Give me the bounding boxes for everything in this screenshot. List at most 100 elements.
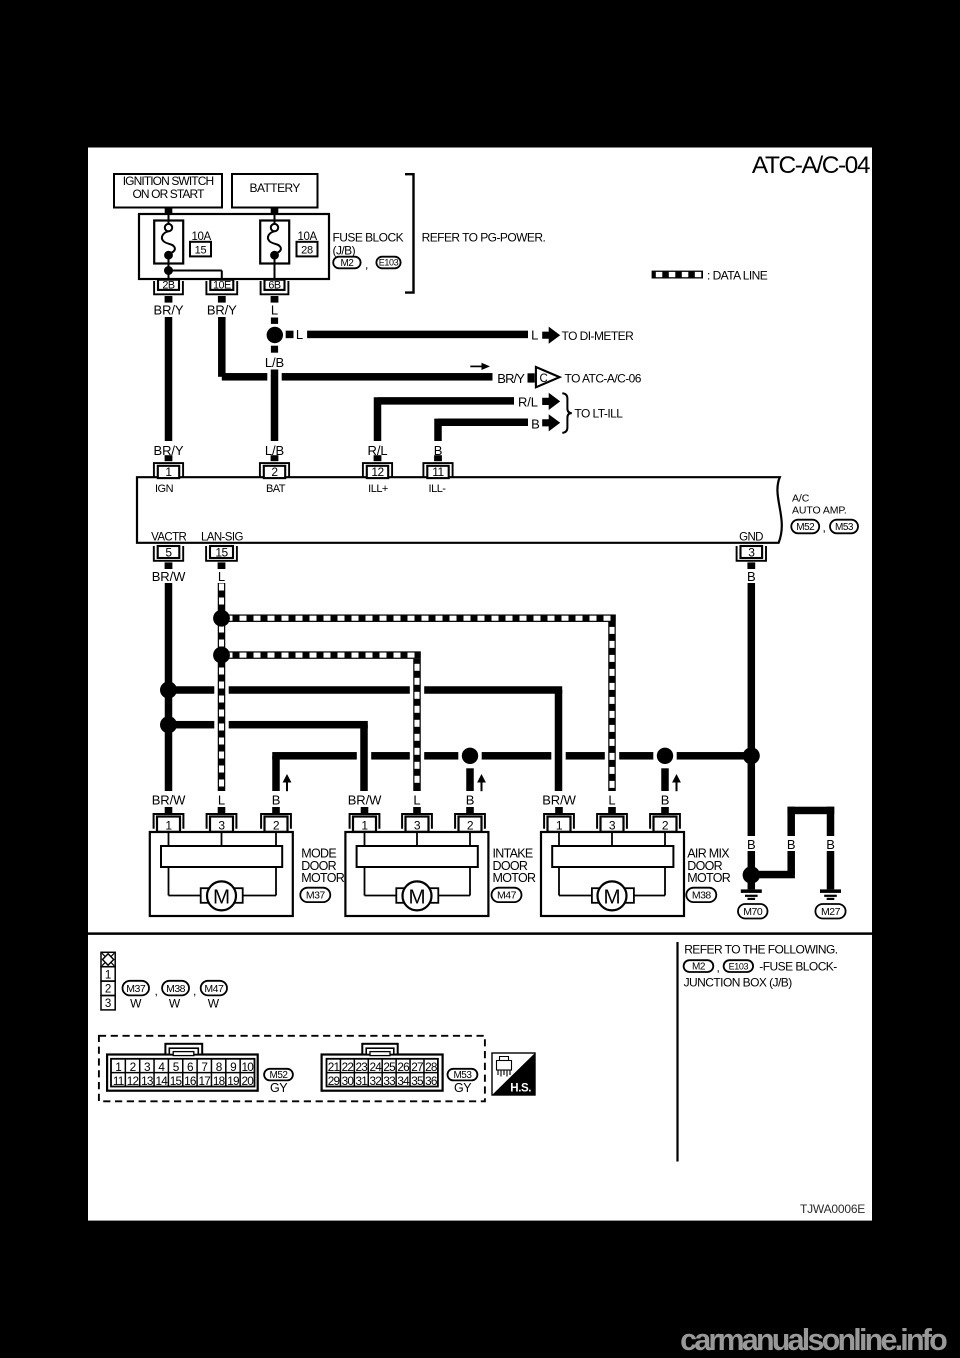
svg-text:2: 2	[105, 984, 111, 996]
svg-text:B: B	[747, 837, 756, 852]
svg-text:25: 25	[383, 1060, 396, 1074]
svg-text:2: 2	[271, 465, 278, 479]
svg-text:MOTOR: MOTOR	[493, 871, 536, 885]
svg-text:ILL+: ILL+	[368, 483, 388, 495]
svg-text:M47: M47	[497, 890, 517, 902]
svg-text:VACTR: VACTR	[151, 532, 186, 544]
svg-text:MODE: MODE	[301, 847, 336, 861]
svg-text:M38: M38	[692, 890, 712, 902]
svg-text:BAT: BAT	[266, 483, 286, 495]
svg-text:,: ,	[365, 257, 368, 271]
svg-text:7: 7	[201, 1060, 207, 1074]
svg-text:12: 12	[371, 465, 384, 479]
svg-text:10A: 10A	[192, 231, 212, 243]
svg-text:M52: M52	[796, 522, 815, 533]
svg-text:6: 6	[187, 1060, 194, 1074]
svg-text:24: 24	[369, 1060, 382, 1074]
svg-text:30: 30	[342, 1074, 355, 1088]
svg-text:,: ,	[823, 521, 826, 535]
svg-text:,: ,	[717, 961, 720, 975]
svg-text:M2: M2	[692, 962, 706, 973]
svg-text:BR/Y: BR/Y	[154, 303, 184, 318]
svg-text:C: C	[540, 373, 548, 385]
svg-text:M53: M53	[453, 1070, 472, 1081]
svg-text:36: 36	[425, 1074, 438, 1088]
svg-text:B: B	[747, 569, 756, 584]
svg-text:10: 10	[242, 1060, 255, 1074]
svg-text:MOTOR: MOTOR	[687, 871, 730, 885]
svg-text:H.S.: H.S.	[510, 1082, 531, 1094]
svg-text:BR/W: BR/W	[348, 792, 382, 807]
svg-text:29: 29	[328, 1074, 340, 1088]
svg-text:BR/Y: BR/Y	[154, 443, 184, 458]
svg-text:JUNCTION BOX (J/B): JUNCTION BOX (J/B)	[684, 975, 793, 989]
svg-text:LAN-SIG: LAN-SIG	[201, 532, 243, 544]
svg-text:GY: GY	[454, 1081, 472, 1095]
svg-text:2: 2	[273, 819, 280, 833]
svg-text:28: 28	[301, 244, 313, 256]
svg-text:10E: 10E	[213, 279, 231, 291]
svg-text:: DATA LINE: : DATA LINE	[707, 269, 768, 283]
svg-text:1: 1	[105, 970, 111, 982]
svg-text:M: M	[408, 885, 425, 908]
svg-text:2: 2	[662, 819, 669, 833]
svg-text:31: 31	[356, 1074, 368, 1088]
svg-text:IGN: IGN	[155, 483, 174, 495]
svg-text:13: 13	[141, 1074, 154, 1088]
svg-text:L: L	[413, 792, 420, 807]
svg-text:2: 2	[130, 1060, 136, 1074]
svg-text:M: M	[213, 885, 230, 908]
svg-text:M47: M47	[204, 983, 224, 995]
svg-text:AIR MIX: AIR MIX	[687, 847, 730, 861]
svg-text:AUTO AMP.: AUTO AMP.	[792, 505, 847, 517]
svg-text:L: L	[218, 792, 225, 807]
svg-text:6B: 6B	[268, 279, 281, 291]
svg-text:REFER TO THE FOLLOWING.: REFER TO THE FOLLOWING.	[684, 943, 838, 957]
svg-text:BR/W: BR/W	[542, 792, 576, 807]
svg-text:MOTOR: MOTOR	[301, 871, 344, 885]
svg-text:3: 3	[609, 819, 616, 833]
svg-text:B: B	[434, 443, 443, 458]
svg-text:TO DI-METER: TO DI-METER	[562, 329, 635, 343]
svg-text:35: 35	[411, 1074, 424, 1088]
svg-text:E103: E103	[379, 258, 399, 268]
svg-text:BATTERY: BATTERY	[250, 181, 301, 195]
svg-text:4: 4	[158, 1060, 165, 1074]
svg-text:IGNITION SWITCH: IGNITION SWITCH	[123, 174, 214, 188]
svg-text:BR/Y: BR/Y	[207, 303, 237, 318]
svg-text:M52: M52	[270, 1070, 289, 1081]
svg-text:L: L	[218, 569, 225, 584]
svg-text:M2: M2	[340, 258, 354, 269]
svg-text:DOOR: DOOR	[493, 859, 528, 873]
svg-text:3: 3	[218, 819, 225, 833]
svg-text:TJWA0006E: TJWA0006E	[800, 1202, 865, 1216]
svg-text:R/L: R/L	[368, 443, 388, 458]
svg-text:33: 33	[383, 1074, 396, 1088]
svg-text:REFER TO PG-POWER.: REFER TO PG-POWER.	[422, 231, 546, 245]
svg-text:,: ,	[193, 984, 196, 998]
svg-text:M27: M27	[821, 906, 841, 918]
svg-text:L: L	[296, 327, 303, 342]
svg-text:3: 3	[144, 1060, 151, 1074]
svg-text:BR/W: BR/W	[152, 569, 186, 584]
svg-text:TO LT-ILL: TO LT-ILL	[574, 407, 623, 421]
svg-text:1: 1	[556, 819, 563, 833]
svg-text:DOOR: DOOR	[687, 859, 722, 873]
svg-text:M37: M37	[126, 983, 146, 995]
svg-text:20: 20	[242, 1074, 255, 1088]
svg-text:INTAKE: INTAKE	[493, 847, 533, 861]
svg-text:M38: M38	[166, 983, 186, 995]
svg-text:M37: M37	[306, 890, 326, 902]
svg-text:BR/W: BR/W	[152, 792, 186, 807]
svg-text:M70: M70	[743, 906, 763, 918]
svg-text:19: 19	[227, 1074, 239, 1088]
svg-text:5: 5	[173, 1060, 180, 1074]
svg-text:B: B	[531, 416, 540, 431]
svg-text:L/B: L/B	[265, 355, 284, 370]
svg-text:12: 12	[127, 1074, 139, 1088]
svg-text:B: B	[787, 837, 796, 852]
svg-text:E103: E103	[729, 961, 749, 971]
svg-text:,: ,	[155, 984, 158, 998]
svg-text:21: 21	[328, 1060, 340, 1074]
svg-text:1: 1	[165, 465, 172, 479]
